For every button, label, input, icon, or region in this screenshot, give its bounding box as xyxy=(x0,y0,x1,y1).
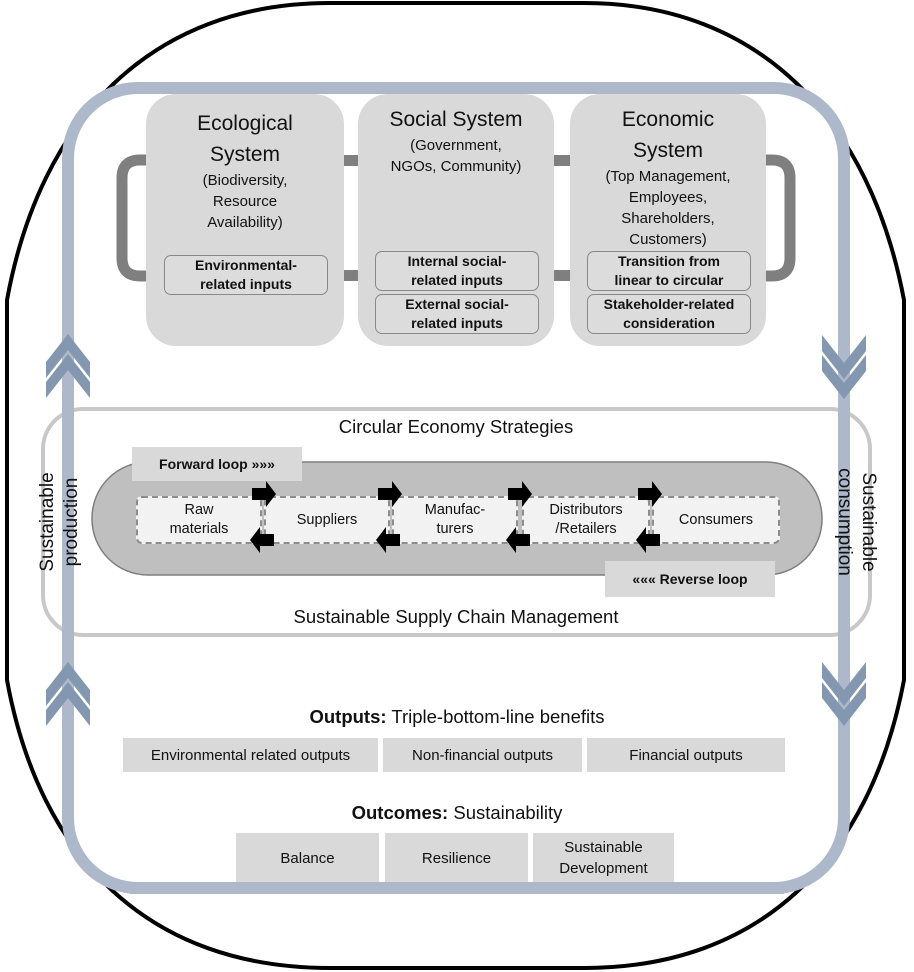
chevron-down-icon xyxy=(822,662,866,726)
side-right-line1: Sustainable xyxy=(858,472,879,572)
economic-system-box: Economic System (Top Management, Employe… xyxy=(570,94,766,346)
input-line2: related inputs xyxy=(411,315,503,331)
circular-economy-title: Circular Economy Strategies xyxy=(338,416,574,437)
node-line2: /Retailers xyxy=(555,521,617,537)
sscm-frame xyxy=(41,407,872,637)
outcome-line2: Development xyxy=(559,860,648,877)
outcomes-heading-text: Sustainability xyxy=(448,802,563,823)
outcome-balance: Balance xyxy=(236,833,379,883)
economic-subtitle-4: Customers) xyxy=(629,231,707,248)
economic-title-line2: System xyxy=(632,139,703,162)
node-raw-materials: Raw materials xyxy=(136,496,262,544)
social-subtitle-1: (Government, xyxy=(410,137,502,154)
input-line1: Stakeholder-related xyxy=(603,296,735,312)
transition-box: Transition from linear to circular xyxy=(587,251,751,291)
input-line2: related inputs xyxy=(411,272,503,288)
node-line1: Consumers xyxy=(678,511,754,528)
social-system-box: Social System (Government, NGOs, Communi… xyxy=(358,94,554,346)
economic-subtitle-1: (Top Management, xyxy=(605,168,731,185)
ecological-subtitle-3: Availability) xyxy=(207,214,283,231)
ecological-title-line2: System xyxy=(209,143,280,166)
node-distributors-retailers: Distributors /Retailers xyxy=(522,496,650,544)
input-line1: Internal social- xyxy=(407,253,507,269)
outcome-line1: Resilience xyxy=(421,849,492,867)
system-connectors xyxy=(330,155,580,281)
ecological-subtitle-2: Resource xyxy=(212,193,278,210)
economic-subtitle-2: Employees, xyxy=(628,189,708,206)
input-line1: External social- xyxy=(405,296,509,312)
outcome-line1: Sustainable xyxy=(564,839,643,856)
node-line2: turers xyxy=(436,521,474,537)
output-environmental: Environmental related outputs xyxy=(123,738,378,772)
sscm-title: Sustainable Supply Chain Management xyxy=(293,606,619,627)
input-line2: consideration xyxy=(623,315,715,331)
chevron-down-icon xyxy=(822,335,866,399)
internal-social-inputs-box: Internal social- related inputs xyxy=(375,251,539,291)
outcome-resilience: Resilience xyxy=(385,833,528,883)
social-subtitle-2: NGOs, Community) xyxy=(390,158,522,175)
input-line2: linear to circular xyxy=(614,272,724,288)
reverse-loop-label: ««« Reverse loop xyxy=(605,561,775,597)
outcome-line1: Balance xyxy=(280,849,335,867)
left-bracket-connector xyxy=(116,154,150,282)
environmental-inputs-box: Environmental- related inputs xyxy=(164,255,328,295)
input-line1: Transition from xyxy=(618,253,720,269)
node-line1: Manufac- xyxy=(424,502,486,518)
node-line1: Suppliers xyxy=(296,511,358,528)
ecological-title-line1: Ecological xyxy=(197,112,293,135)
social-title: Social System xyxy=(389,108,523,131)
flow-loop-bottom xyxy=(130,882,784,894)
outputs-heading-text: Triple-bottom-line benefits xyxy=(386,706,605,727)
sustainable-production-label: Sustainable production xyxy=(36,452,84,592)
input-line2: related inputs xyxy=(200,276,292,292)
node-line1: Distributors xyxy=(549,502,623,518)
outputs-heading: Outputs: Triple-bottom-line benefits xyxy=(150,706,764,728)
node-suppliers: Suppliers xyxy=(264,496,390,544)
external-social-inputs-box: External social- related inputs xyxy=(375,294,539,334)
side-right-line2: consumption xyxy=(834,468,855,576)
input-line1: Environmental- xyxy=(195,257,297,273)
outcomes-heading-bold: Outcomes: xyxy=(351,802,449,823)
stakeholder-box: Stakeholder-related consideration xyxy=(587,294,751,334)
economic-subtitle-3: Shareholders, xyxy=(621,210,715,227)
forward-loop-label: Forward loop »»» xyxy=(132,447,302,481)
output-financial: Financial outputs xyxy=(587,738,785,772)
outcomes-heading: Outcomes: Sustainability xyxy=(150,802,764,824)
side-left-line1: Sustainable xyxy=(37,472,58,572)
outputs-heading-bold: Outputs: xyxy=(309,706,387,727)
node-manufacturers: Manufac- turers xyxy=(392,496,518,544)
right-bracket-connector xyxy=(760,154,796,282)
ecological-system-box: Ecological System (Biodiversity, Resourc… xyxy=(146,94,344,346)
side-left-line2: production xyxy=(61,477,82,567)
node-consumers: Consumers xyxy=(652,496,780,544)
chevron-up-icon xyxy=(46,662,90,726)
output-non-financial: Non-financial outputs xyxy=(383,738,582,772)
outcome-sustainable-development: Sustainable Development xyxy=(533,833,674,883)
economic-title-line1: Economic xyxy=(621,108,715,131)
node-line1: Raw xyxy=(184,502,214,518)
node-line2: materials xyxy=(169,521,229,537)
ecological-subtitle-1: (Biodiversity, xyxy=(202,172,288,189)
chevron-up-icon xyxy=(46,334,90,398)
sustainable-consumption-label: Sustainable consumption xyxy=(832,452,880,592)
